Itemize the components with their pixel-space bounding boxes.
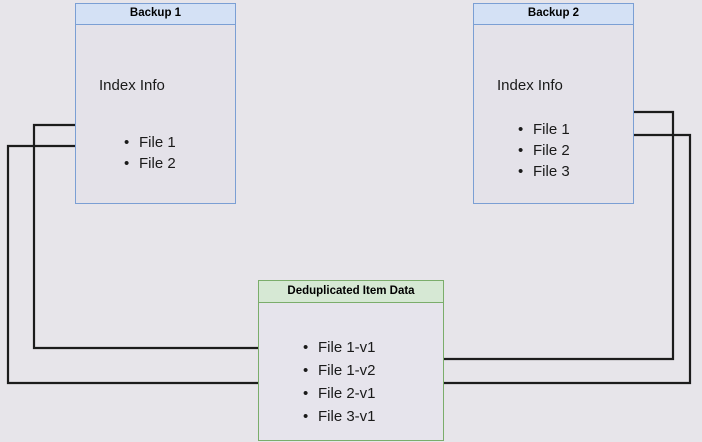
node-backup-1-file-list: File 1 File 2 [124,132,176,174]
node-deduplicated-item-data[interactable]: Deduplicated Item Data File 1-v1 File 1-… [258,280,444,441]
node-backup-2-header: Backup 2 [473,3,634,25]
list-item: File 1 [124,132,176,153]
node-backup-1-header: Backup 1 [75,3,236,25]
list-item: File 1-v2 [303,359,376,382]
node-backup-2-body: Index Info File 1 File 2 File 3 [473,25,634,204]
node-backup-2[interactable]: Backup 2 Index Info File 1 File 2 File 3 [473,3,634,204]
list-item: File 3-v1 [303,405,376,428]
node-backup-1[interactable]: Backup 1 Index Info File 1 File 2 [75,3,236,204]
node-backup-2-file-list: File 1 File 2 File 3 [518,119,570,182]
list-item: File 2 [518,140,570,161]
node-backup-1-body: Index Info File 1 File 2 [75,25,236,204]
list-item: File 3 [518,161,570,182]
node-deduplicated-file-list: File 1-v1 File 1-v2 File 2-v1 File 3-v1 [303,336,376,428]
node-deduplicated-item-data-body: File 1-v1 File 1-v2 File 2-v1 File 3-v1 [258,303,444,441]
node-backup-2-index-label: Index Info [497,77,563,94]
list-item: File 2-v1 [303,382,376,405]
list-item: File 1 [518,119,570,140]
node-backup-1-index-label: Index Info [99,77,165,94]
list-item: File 2 [124,153,176,174]
node-deduplicated-item-data-header: Deduplicated Item Data [258,280,444,303]
list-item: File 1-v1 [303,336,376,359]
